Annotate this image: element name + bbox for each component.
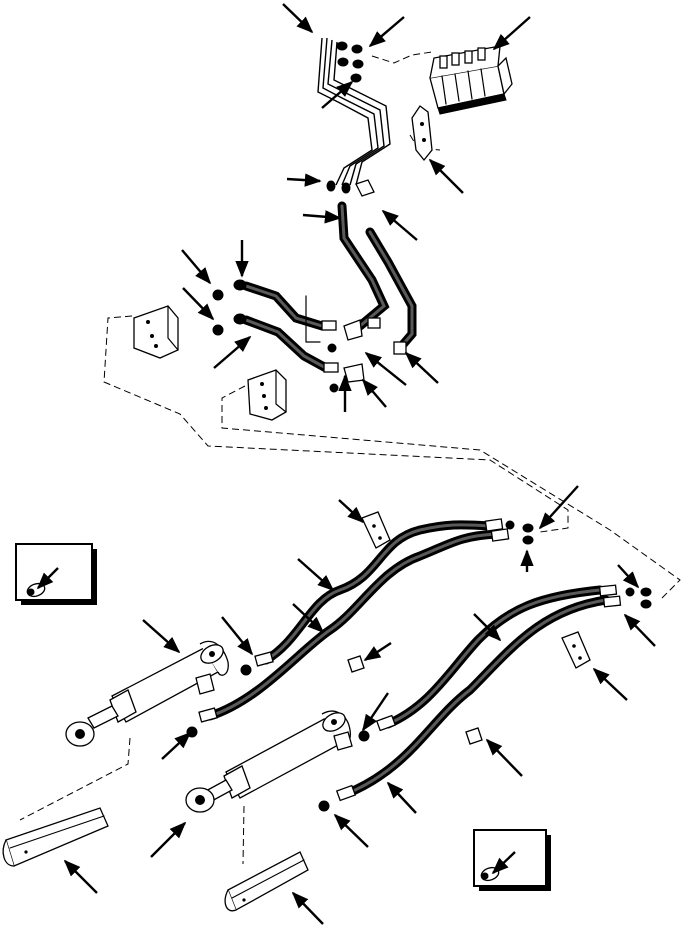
leader-tubes-to-valve <box>371 51 433 64</box>
top-fittings <box>326 41 375 197</box>
callout-arrow <box>161 731 192 760</box>
callout-arrow <box>292 603 325 634</box>
leader-block-to-rear-cylinder <box>221 385 681 601</box>
manifold-block-right <box>247 369 287 421</box>
callout-arrow <box>368 16 405 48</box>
callout-arrow <box>338 499 365 524</box>
inset-detail-box-right <box>473 829 551 891</box>
valve-bracket <box>411 105 433 162</box>
callout-arrow <box>473 613 502 642</box>
dashed-leader-lines <box>19 51 681 865</box>
callout-arrow <box>428 158 464 194</box>
callout-arrow <box>213 335 252 369</box>
callout-arrow <box>286 173 322 187</box>
callout-arrow <box>362 692 389 732</box>
callout-arrow <box>182 287 215 321</box>
callout-arrow <box>485 738 523 777</box>
callout-arrow <box>386 781 417 814</box>
cylinder-guard-1 <box>2 807 109 867</box>
callout-arrow <box>363 641 392 662</box>
callout-arrow <box>538 485 579 530</box>
callout-arrow <box>492 16 531 51</box>
callout-arrow <box>623 613 656 647</box>
steel-tubes <box>317 37 391 186</box>
callout-arrow <box>291 891 324 925</box>
upper-hose-fittings <box>212 279 407 393</box>
callout-arrow <box>142 619 181 654</box>
lower-hoses <box>205 520 611 799</box>
lower-hose-fittings <box>186 518 652 812</box>
upper-hoses <box>241 201 417 373</box>
manifold-block-left <box>133 305 179 359</box>
control-valve <box>429 45 513 115</box>
leader-cylinder-guard-1 <box>19 737 131 821</box>
callout-arrow <box>381 209 418 241</box>
callout-arrow <box>302 210 342 224</box>
callout-arrow <box>592 667 628 701</box>
callout-arrow <box>221 616 254 656</box>
callout-arrow <box>364 351 407 386</box>
callout-arrow <box>361 378 387 408</box>
callout-arrow <box>404 351 439 384</box>
callout-arrow <box>282 3 314 34</box>
callout-arrow <box>36 567 59 590</box>
leader-manifold-to-front-cylinder <box>103 315 569 533</box>
callout-arrow <box>321 80 354 109</box>
callout-arrow <box>181 249 212 285</box>
callout-arrows <box>36 3 656 925</box>
callout-arrow <box>150 821 187 858</box>
callout-arrow <box>491 851 516 875</box>
callout-arrow <box>617 564 640 589</box>
inset-detail-box-left <box>15 543 97 605</box>
callout-arrow <box>333 813 369 848</box>
leader-cylinder-guard-2 <box>242 805 245 865</box>
cylinder-guard-2 <box>224 851 309 912</box>
hose-clamps <box>347 511 591 745</box>
hydraulic-cylinder-1 <box>65 640 229 747</box>
hydraulic-cylinder-2 <box>185 710 353 813</box>
callout-arrow <box>297 558 335 592</box>
callout-arrow <box>63 859 98 894</box>
